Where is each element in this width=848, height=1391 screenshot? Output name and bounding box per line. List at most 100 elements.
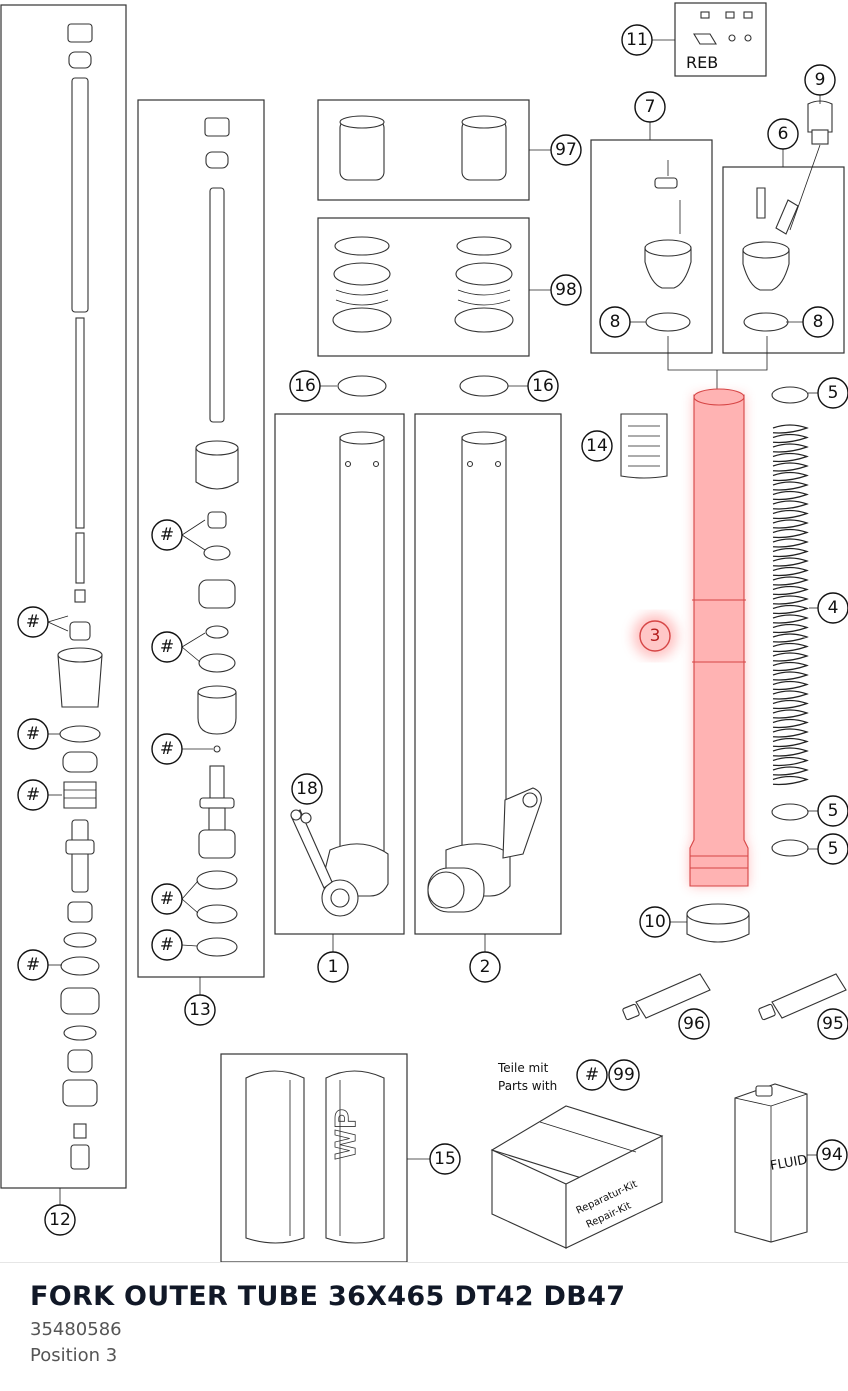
callout-6[interactable]: 6 [767,118,799,150]
part-nut-10[interactable] [670,903,750,943]
svg-text:15: 15 [434,1149,456,1169]
callout-5c[interactable]: 5 [817,833,848,865]
part-valve-9[interactable] [807,95,833,145]
part-title: FORK OUTER TUBE 36X465 DT42 DB47 [30,1281,626,1312]
callout-hash-13e[interactable]: # [151,929,183,961]
svg-text:3: 3 [650,626,661,646]
part-group-15[interactable]: WP [220,1053,430,1262]
part-grease-96[interactable] [622,973,711,1021]
part-grease-95[interactable] [758,973,847,1021]
svg-text:5: 5 [828,801,839,821]
svg-text:4: 4 [828,598,839,618]
svg-text:96: 96 [683,1014,705,1034]
callout-9[interactable]: 9 [804,64,836,96]
svg-text:7: 7 [645,97,656,117]
callout-hash-99[interactable]: # [576,1059,608,1091]
svg-text:13: 13 [189,1000,211,1020]
part-group-97[interactable] [317,99,551,201]
svg-text:1: 1 [328,957,339,977]
part-fluid-94[interactable]: FLUID [734,1083,818,1243]
part-repair-kit-99[interactable]: Teile mit Parts with Reparatur-Kit Repai… [490,1061,664,1249]
part-group-2[interactable] [414,413,562,952]
part-group-7[interactable] [590,122,713,354]
svg-text:10: 10 [644,912,666,932]
callout-16b[interactable]: 16 [527,370,559,402]
svg-text:9: 9 [815,70,826,90]
callout-99[interactable]: 99 [608,1059,640,1091]
svg-text:94: 94 [821,1145,843,1165]
callout-18[interactable]: 18 [291,773,323,805]
callout-14[interactable]: 14 [581,430,613,462]
callout-hash-13c[interactable]: # [151,733,183,765]
callout-94[interactable]: 94 [816,1139,848,1171]
svg-text:#: # [160,637,174,657]
callout-12[interactable]: 12 [44,1204,76,1236]
svg-text:5: 5 [828,383,839,403]
part-spring-4[interactable] [772,424,818,786]
part-group-98[interactable] [317,217,551,357]
callout-7[interactable]: 7 [634,91,666,123]
callout-3[interactable]: 3 [633,614,677,658]
callout-hash-12b[interactable]: # [17,718,49,750]
callout-96[interactable]: 96 [678,1008,710,1040]
callout-8b[interactable]: 8 [802,306,834,338]
svg-text:#: # [26,724,40,744]
callout-16a[interactable]: 16 [289,370,321,402]
svg-text:16: 16 [532,376,554,396]
callout-95[interactable]: 95 [817,1008,848,1040]
callout-4[interactable]: 4 [817,592,848,624]
svg-text:Parts with: Parts with [498,1079,557,1093]
callout-2[interactable]: 2 [469,951,501,983]
svg-text:14: 14 [586,436,608,456]
part-dust-ring-16[interactable] [320,375,528,397]
svg-text:8: 8 [610,312,621,332]
callout-hash-12a[interactable]: # [17,606,49,638]
callout-98[interactable]: 98 [550,274,582,306]
svg-text:#: # [26,785,40,805]
svg-text:#: # [160,935,174,955]
callout-hash-13b[interactable]: # [151,631,183,663]
part-label-14[interactable] [620,413,668,479]
part-group-13[interactable] [137,99,265,995]
part-info-panel: FORK OUTER TUBE 36X465 DT42 DB47 3548058… [0,1262,848,1391]
svg-text:#: # [160,889,174,909]
svg-text:99: 99 [613,1065,635,1085]
svg-text:#: # [160,525,174,545]
callout-hash-13d[interactable]: # [151,883,183,915]
callout-hash-12d[interactable]: # [17,949,49,981]
svg-text:16: 16 [294,376,316,396]
svg-text:18: 18 [296,779,318,799]
svg-text:97: 97 [555,140,577,160]
svg-text:8: 8 [813,312,824,332]
part-group-11[interactable]: REB [652,2,767,77]
svg-text:98: 98 [555,280,577,300]
svg-text:FLUID: FLUID [769,1153,808,1174]
callout-10[interactable]: 10 [639,906,671,938]
exploded-parts-diagram: # # # # 12 # # # # # 13 [0,2,848,1262]
callout-1[interactable]: 1 [317,951,349,983]
svg-text:WP: WP [329,1109,362,1160]
part-group-6[interactable] [722,144,845,354]
svg-text:#: # [26,612,40,632]
callout-hash-13a[interactable]: # [151,519,183,551]
callout-5b[interactable]: 5 [817,795,848,827]
callout-11[interactable]: 11 [621,24,653,56]
svg-text:5: 5 [828,839,839,859]
callout-hash-12c[interactable]: # [17,779,49,811]
callout-5a[interactable]: 5 [817,377,848,409]
svg-text:#: # [160,739,174,759]
callout-15[interactable]: 15 [429,1143,461,1175]
callout-13[interactable]: 13 [184,994,216,1026]
part-group-12[interactable] [0,4,127,1205]
svg-text:Teile mit: Teile mit [497,1061,549,1075]
svg-text:#: # [26,955,40,975]
svg-text:95: 95 [822,1014,844,1034]
svg-text:11: 11 [626,30,648,50]
svg-text:12: 12 [49,1210,71,1230]
callout-97[interactable]: 97 [550,134,582,166]
callout-8a[interactable]: 8 [599,306,631,338]
part-number: 35480586 [30,1319,122,1340]
part-outer-tube-3[interactable] [689,388,749,887]
part-washers-5[interactable] [771,386,818,857]
part-group-1[interactable] [274,413,405,952]
